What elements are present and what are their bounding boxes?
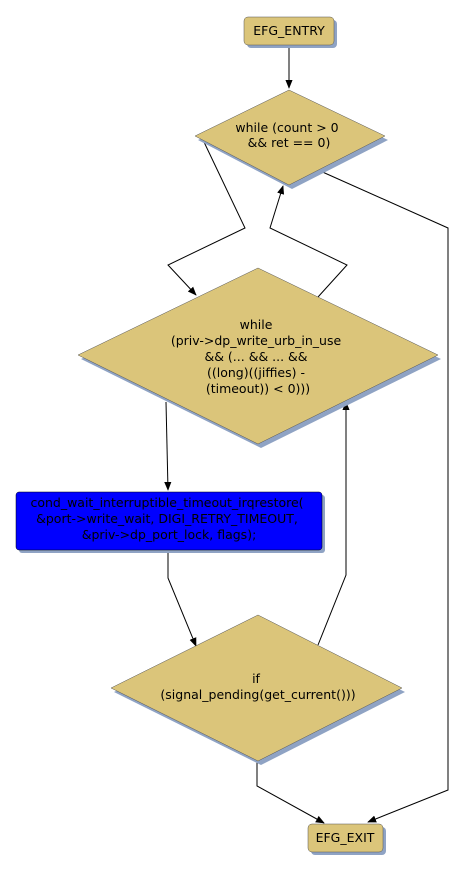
svg-text:cond_wait_interruptible_timeou: cond_wait_interruptible_timeout_irqresto…: [30, 495, 307, 542]
edge-signal-check-to-exit: [256, 760, 325, 824]
node-wait-call-box: [15, 491, 323, 551]
node-entry-label: EFG_ENTRY: [253, 23, 325, 38]
node-wait-call-line-1: cond_wait_interruptible_timeout_irqresto…: [30, 495, 303, 510]
edge-signal-check-back-to-inner-loop: [317, 401, 350, 646]
node-wait-call-line-2: &port->write_wait, DIGI_RETRY_TIMEOUT,: [36, 511, 298, 526]
edge-inner-loop-back-to-outer-loop: [269, 185, 348, 298]
edge-inner-loop-to-wait-call: [164, 401, 172, 491]
node-outer-loop-line-1: while (count > 0: [235, 120, 338, 135]
node-outer-loop: while (count > 0 && ret == 0): [194, 89, 388, 189]
edge-wait-call-to-signal-check: [167, 552, 197, 647]
node-inner-loop-line-1: while: [240, 317, 273, 332]
node-wait-call: cond_wait_interruptible_timeout_irqresto…: [15, 491, 325, 553]
node-inner-loop: while (priv->dp_write_urb_in_use && (...…: [77, 267, 441, 448]
node-inner-loop-line-3: && (... && ... &&: [204, 349, 307, 364]
svg-text:if (signal_pending(get_c: if (signal_pending(get_current())): [160, 671, 355, 702]
node-wait-call-line-3: &priv->dp_port_lock, flags);: [82, 527, 257, 542]
edge-outer-loop-to-exit: [317, 169, 449, 823]
node-outer-loop-line-2: && ret == 0): [248, 135, 331, 150]
svg-text:while (priv->dp_write_ur: while (priv->dp_write_urb_in_use && (...…: [171, 317, 345, 396]
node-inner-loop-diamond: [77, 267, 439, 445]
node-exit-label: EFG_EXIT: [316, 830, 375, 845]
node-outer-loop-diamond: [194, 89, 386, 186]
edge-outer-loop-to-inner-loop: [167, 141, 246, 296]
node-entry-box: [243, 16, 335, 46]
node-signal-check-line-2: (signal_pending(get_current())): [160, 687, 355, 702]
svg-text:EFG_ENTRY: EFG_ENTRY: [253, 23, 325, 38]
node-inner-loop-line-4: ((long)((jiffies) -: [207, 365, 305, 380]
node-exit-box: [307, 823, 384, 853]
node-exit: EFG_EXIT: [307, 823, 386, 855]
node-signal-check-line-1: if: [252, 671, 260, 686]
node-inner-loop-line-5: (timeout)) < 0))): [206, 381, 310, 396]
node-entry: EFG_ENTRY: [243, 16, 337, 48]
node-signal-check: if (signal_pending(get_current())): [110, 614, 405, 765]
edges: [164, 46, 449, 824]
svg-text:while (count > 0 && ret: while (count > 0 && ret == 0): [235, 120, 342, 150]
node-signal-check-diamond: [110, 614, 403, 762]
svg-text:EFG_EXIT: EFG_EXIT: [316, 830, 375, 845]
node-inner-loop-line-2: (priv->dp_write_urb_in_use: [171, 333, 342, 348]
